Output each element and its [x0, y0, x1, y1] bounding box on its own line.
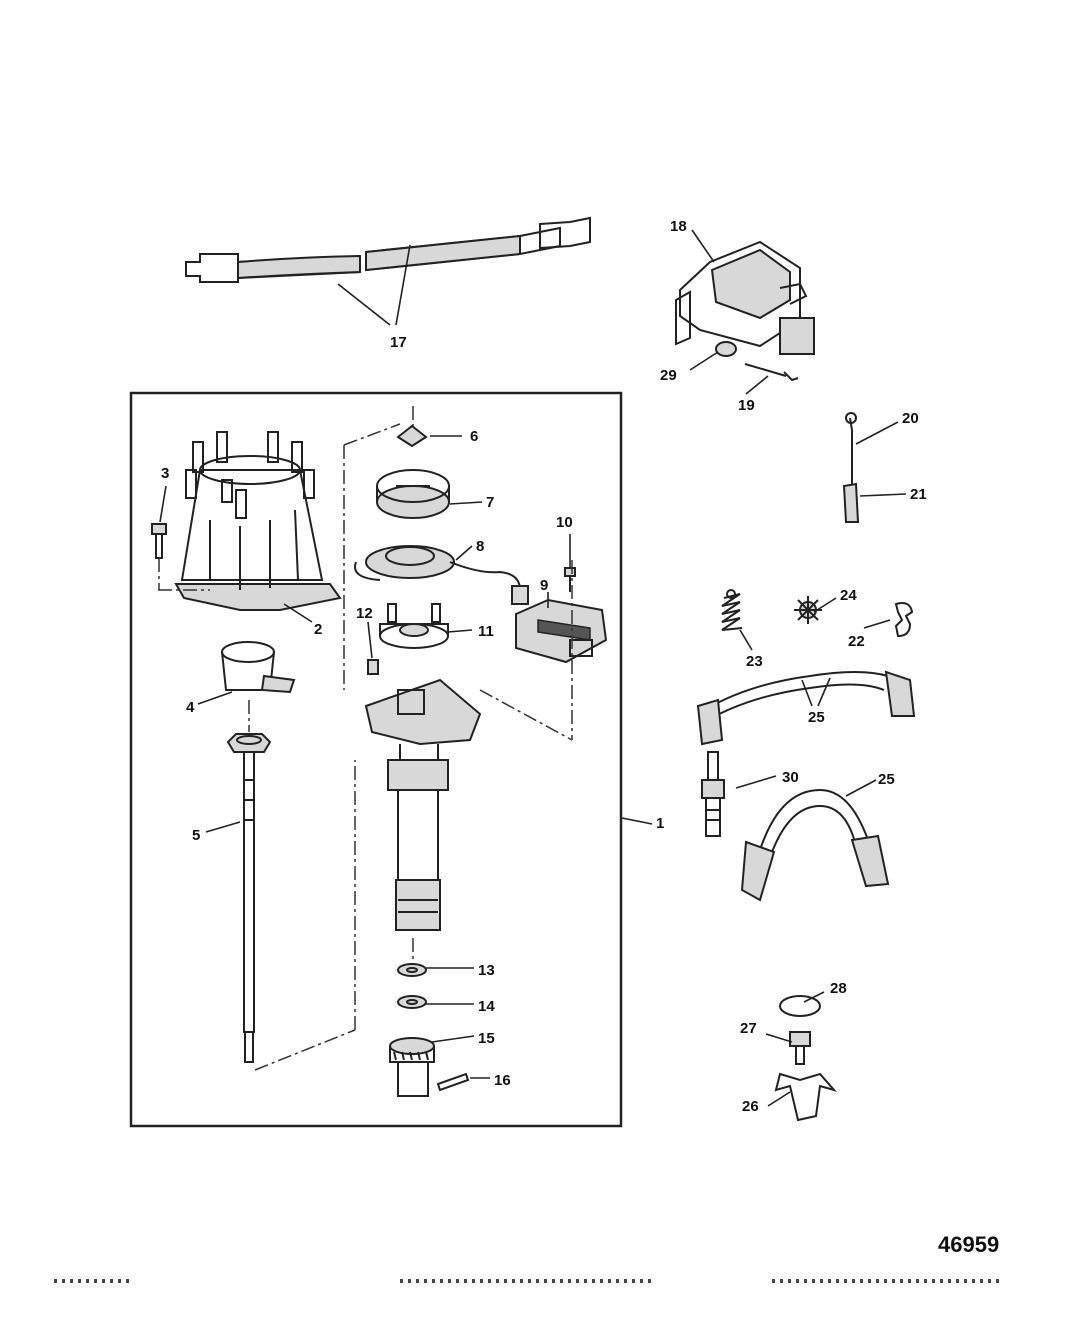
callout-10: 10	[556, 514, 573, 531]
callout-9: 9	[540, 577, 548, 594]
coil-wire-upper	[696, 670, 916, 746]
callout-2: 2	[314, 621, 322, 638]
callout-28: 28	[830, 980, 847, 997]
screw-27	[789, 1031, 811, 1065]
washer-13	[397, 963, 427, 977]
ignition-module	[515, 598, 608, 664]
plate-6	[396, 424, 428, 448]
drive-gear	[389, 1037, 435, 1097]
leader-lines	[159, 229, 907, 1107]
distributor-cap	[174, 431, 342, 611]
distributor-assembly-frame	[129, 391, 623, 1128]
hold-down-clamp	[221, 641, 296, 694]
callout-12: 12	[356, 605, 373, 622]
spring-23	[721, 589, 743, 631]
callout-15: 15	[478, 1030, 495, 1047]
callout-20: 20	[902, 410, 919, 427]
bracket-21	[842, 482, 860, 523]
spark-plug	[701, 751, 725, 837]
callout-21: 21	[910, 486, 927, 503]
washer-29	[715, 341, 737, 357]
plug-wire-lower	[740, 788, 890, 902]
callout-7: 7	[486, 494, 494, 511]
rotor	[376, 469, 450, 519]
callout-30: 30	[782, 769, 799, 786]
screw-19	[744, 363, 799, 382]
spring-20	[849, 417, 853, 486]
callout-11: 11	[478, 623, 494, 640]
callout-25b: 25	[878, 771, 895, 788]
clamp-26	[774, 1072, 837, 1122]
callout-27: 27	[740, 1020, 757, 1037]
figure-number: 46959	[938, 1232, 999, 1257]
callout-4: 4	[186, 699, 195, 716]
callout-8: 8	[476, 538, 484, 555]
callout-29: 29	[660, 367, 677, 384]
washer-28	[779, 995, 821, 1017]
callout-3: 3	[161, 465, 169, 482]
callout-5: 5	[192, 827, 200, 844]
pole-piece	[379, 603, 449, 649]
callout-1: 1	[656, 815, 664, 832]
roll-pin	[436, 1072, 470, 1092]
washer-14	[397, 995, 427, 1009]
ignition-coil	[675, 240, 815, 355]
callout-24: 24	[840, 587, 857, 604]
distributor-shaft	[226, 700, 272, 1063]
callout-6: 6	[470, 428, 478, 445]
callout-16: 16	[494, 1072, 511, 1089]
callout-19: 19	[738, 397, 755, 414]
clip-22	[894, 602, 914, 638]
callout-26: 26	[742, 1098, 759, 1115]
callout-18: 18	[670, 218, 687, 235]
callout-25a: 25	[808, 709, 825, 726]
screw-10	[564, 567, 576, 592]
callout-13: 13	[478, 962, 495, 979]
pickup-coil	[354, 545, 529, 605]
wiring-harness	[185, 216, 591, 283]
callout-22: 22	[848, 633, 865, 650]
callout-17: 17	[390, 334, 407, 351]
callout-23: 23	[746, 653, 763, 670]
spacer-12	[367, 659, 379, 675]
callout-14: 14	[478, 998, 495, 1015]
distributor-housing	[364, 678, 482, 931]
screw-3	[151, 523, 167, 590]
